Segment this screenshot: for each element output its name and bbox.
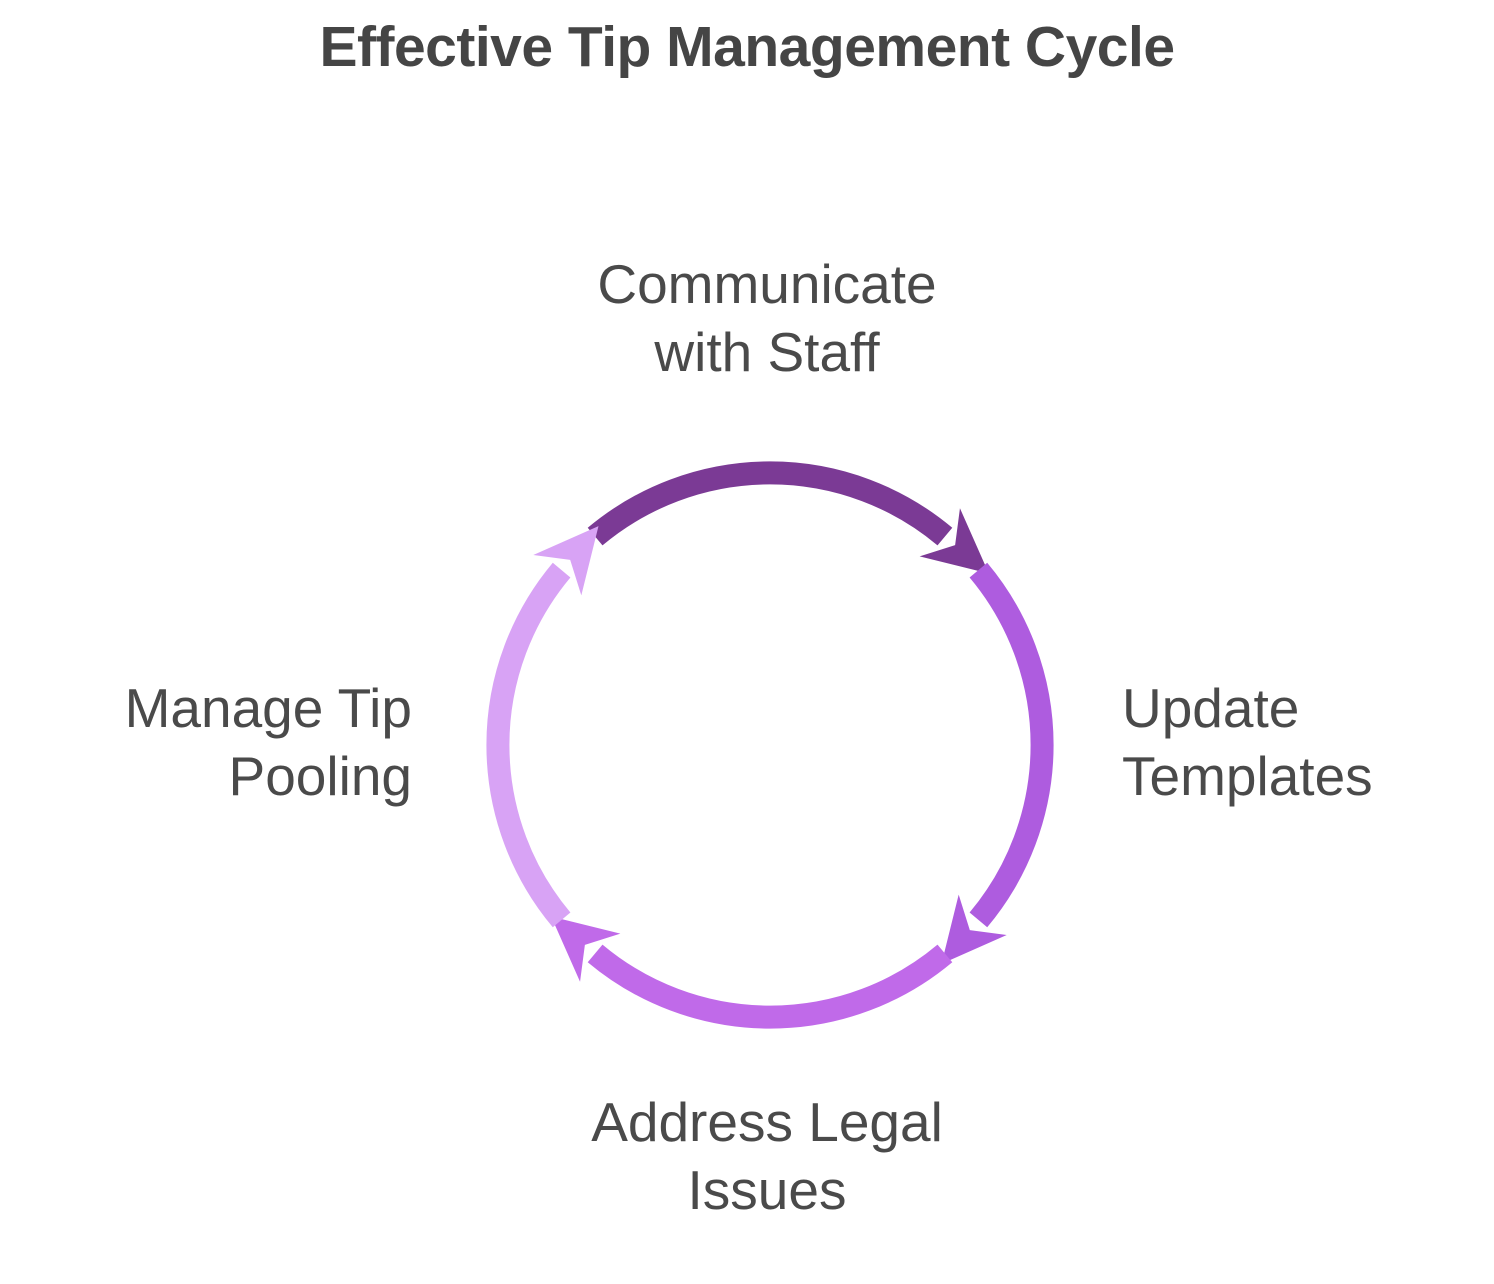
cycle-arc-step-3 [551,916,953,1029]
step-label-update-templates: Update Templates [1122,674,1492,810]
diagram-title: Effective Tip Management Cycle [319,15,1175,79]
step-label-line: Update [1122,677,1300,739]
step-label-manage-tip-pooling: Manage Tip Pooling [52,674,412,810]
step-label-line: Manage Tip [124,677,412,739]
cycle-arc-step-2 [941,562,1054,964]
step-label-line: Templates [1122,745,1373,807]
step-label-communicate-with-staff: Communicate with Staff [462,250,1072,386]
step-label-line: Address Legal [591,1091,943,1153]
step-label-line: with Staff [654,321,880,383]
step-label-line: Issues [687,1159,847,1221]
step-label-line: Pooling [228,745,412,807]
step-label-line: Communicate [597,253,937,315]
cycle-arc-step-4 [486,526,599,928]
cycle-arc-step-1 [587,461,989,574]
step-label-address-legal-issues: Address Legal Issues [462,1088,1072,1224]
